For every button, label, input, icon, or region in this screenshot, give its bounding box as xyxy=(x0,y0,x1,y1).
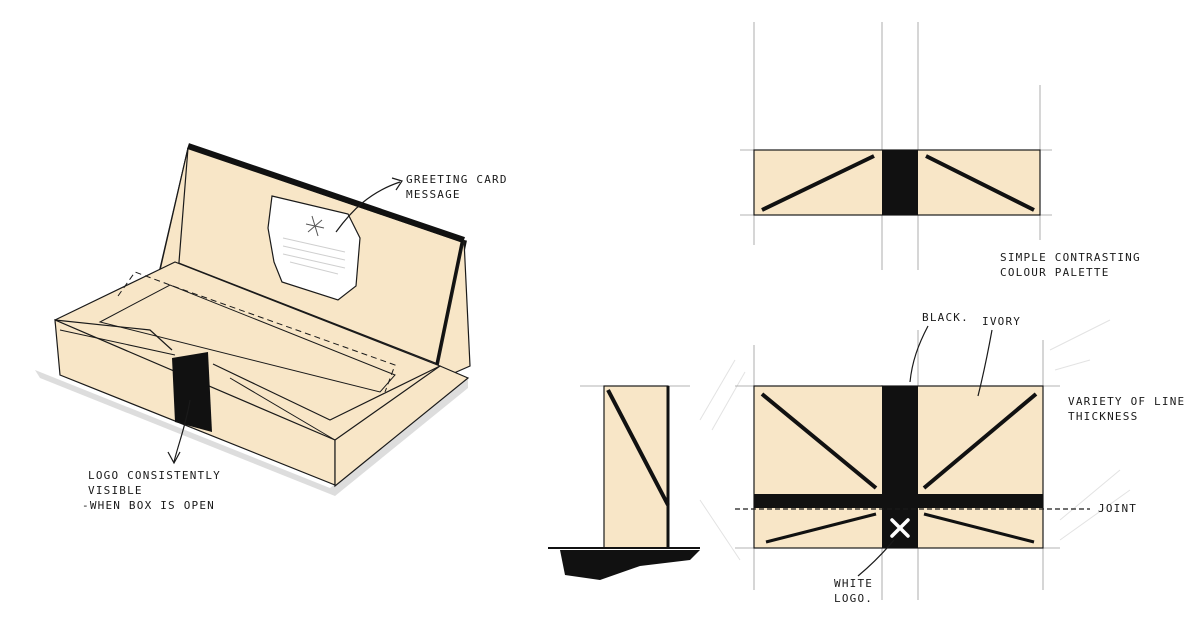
box-base-right-face xyxy=(334,365,470,488)
bottom-diag-ul xyxy=(760,392,878,490)
line-thickness-line-1: VARIETY OF LINE xyxy=(1068,395,1186,408)
palette-line-2: COLOUR PALETTE xyxy=(1000,266,1110,279)
bottom-diag-ur xyxy=(922,392,1038,490)
ivory-note: IVORY xyxy=(982,315,1022,328)
box-sleeve-left xyxy=(54,319,173,351)
white-logo-note: WHITE LOGO. xyxy=(834,576,873,606)
bottom-diag-lr xyxy=(923,512,1035,544)
bottom-black-horizontal xyxy=(754,494,1043,508)
logo-cross-icon xyxy=(890,518,910,538)
side-diag xyxy=(606,389,670,506)
side-ground-hatch xyxy=(560,550,700,580)
palette-note: SIMPLE CONTRASTING COLOUR PALETTE xyxy=(1000,250,1141,280)
logo-visible-line-2: VISIBLE xyxy=(88,484,143,497)
top-elevation xyxy=(740,22,1052,270)
top-guides xyxy=(740,22,1052,270)
bottom-black-vertical xyxy=(882,386,918,500)
logo-star-icon xyxy=(305,215,325,237)
box-sleeve-right xyxy=(212,363,441,421)
shading-hatch xyxy=(699,319,1131,561)
arrowhead-greeting xyxy=(391,177,403,191)
box-sleeve-diag xyxy=(59,329,176,356)
joint-note: JOINT xyxy=(1098,502,1138,515)
top-diag-left xyxy=(761,154,875,212)
isometric-box xyxy=(35,143,471,496)
arrow-to-greeting-card xyxy=(335,181,401,233)
arrow-to-logo xyxy=(173,399,191,463)
arrow-to-black xyxy=(909,325,929,383)
arrow-to-ivory xyxy=(977,329,993,397)
side-ivory-panel xyxy=(603,385,669,549)
side-elevation xyxy=(548,385,700,580)
white-logo-line-2: LOGO. xyxy=(834,592,874,605)
arrow-to-white-logo xyxy=(857,539,895,577)
logo-visible-line-1: LOGO CONSISTENTLY xyxy=(88,469,221,482)
bottom-diag-ll xyxy=(765,512,877,544)
logo-visible-note: LOGO CONSISTENTLY VISIBLE -WHEN BOX IS O… xyxy=(82,468,221,513)
logo-visible-line-3: -WHEN BOX IS OPEN xyxy=(82,499,215,512)
top-black-band xyxy=(882,150,918,215)
box-sleeve-diag-2 xyxy=(229,377,336,441)
box-inner-tray xyxy=(98,284,396,393)
box-black-band xyxy=(172,352,212,432)
greeting-card-note: GREETING CARD MESSAGE xyxy=(406,172,508,202)
arrowhead-logo xyxy=(167,451,181,465)
line-thickness-line-2: THICKNESS xyxy=(1068,410,1139,423)
greeting-card-line-1: GREETING CARD xyxy=(406,173,508,186)
white-logo-line-1: WHITE xyxy=(834,577,874,590)
black-note: BLACK. xyxy=(922,311,969,324)
line-thickness-note: VARIETY OF LINE THICKNESS xyxy=(1068,394,1185,424)
box-dashed-outline xyxy=(117,271,396,393)
box-lid-top-edge xyxy=(187,143,465,243)
greeting-card-lines xyxy=(282,237,346,275)
top-diag-right xyxy=(925,154,1035,212)
greeting-card-line-2: MESSAGE xyxy=(406,188,461,201)
bottom-elevation xyxy=(580,319,1131,600)
palette-line-1: SIMPLE CONTRASTING xyxy=(1000,251,1141,264)
